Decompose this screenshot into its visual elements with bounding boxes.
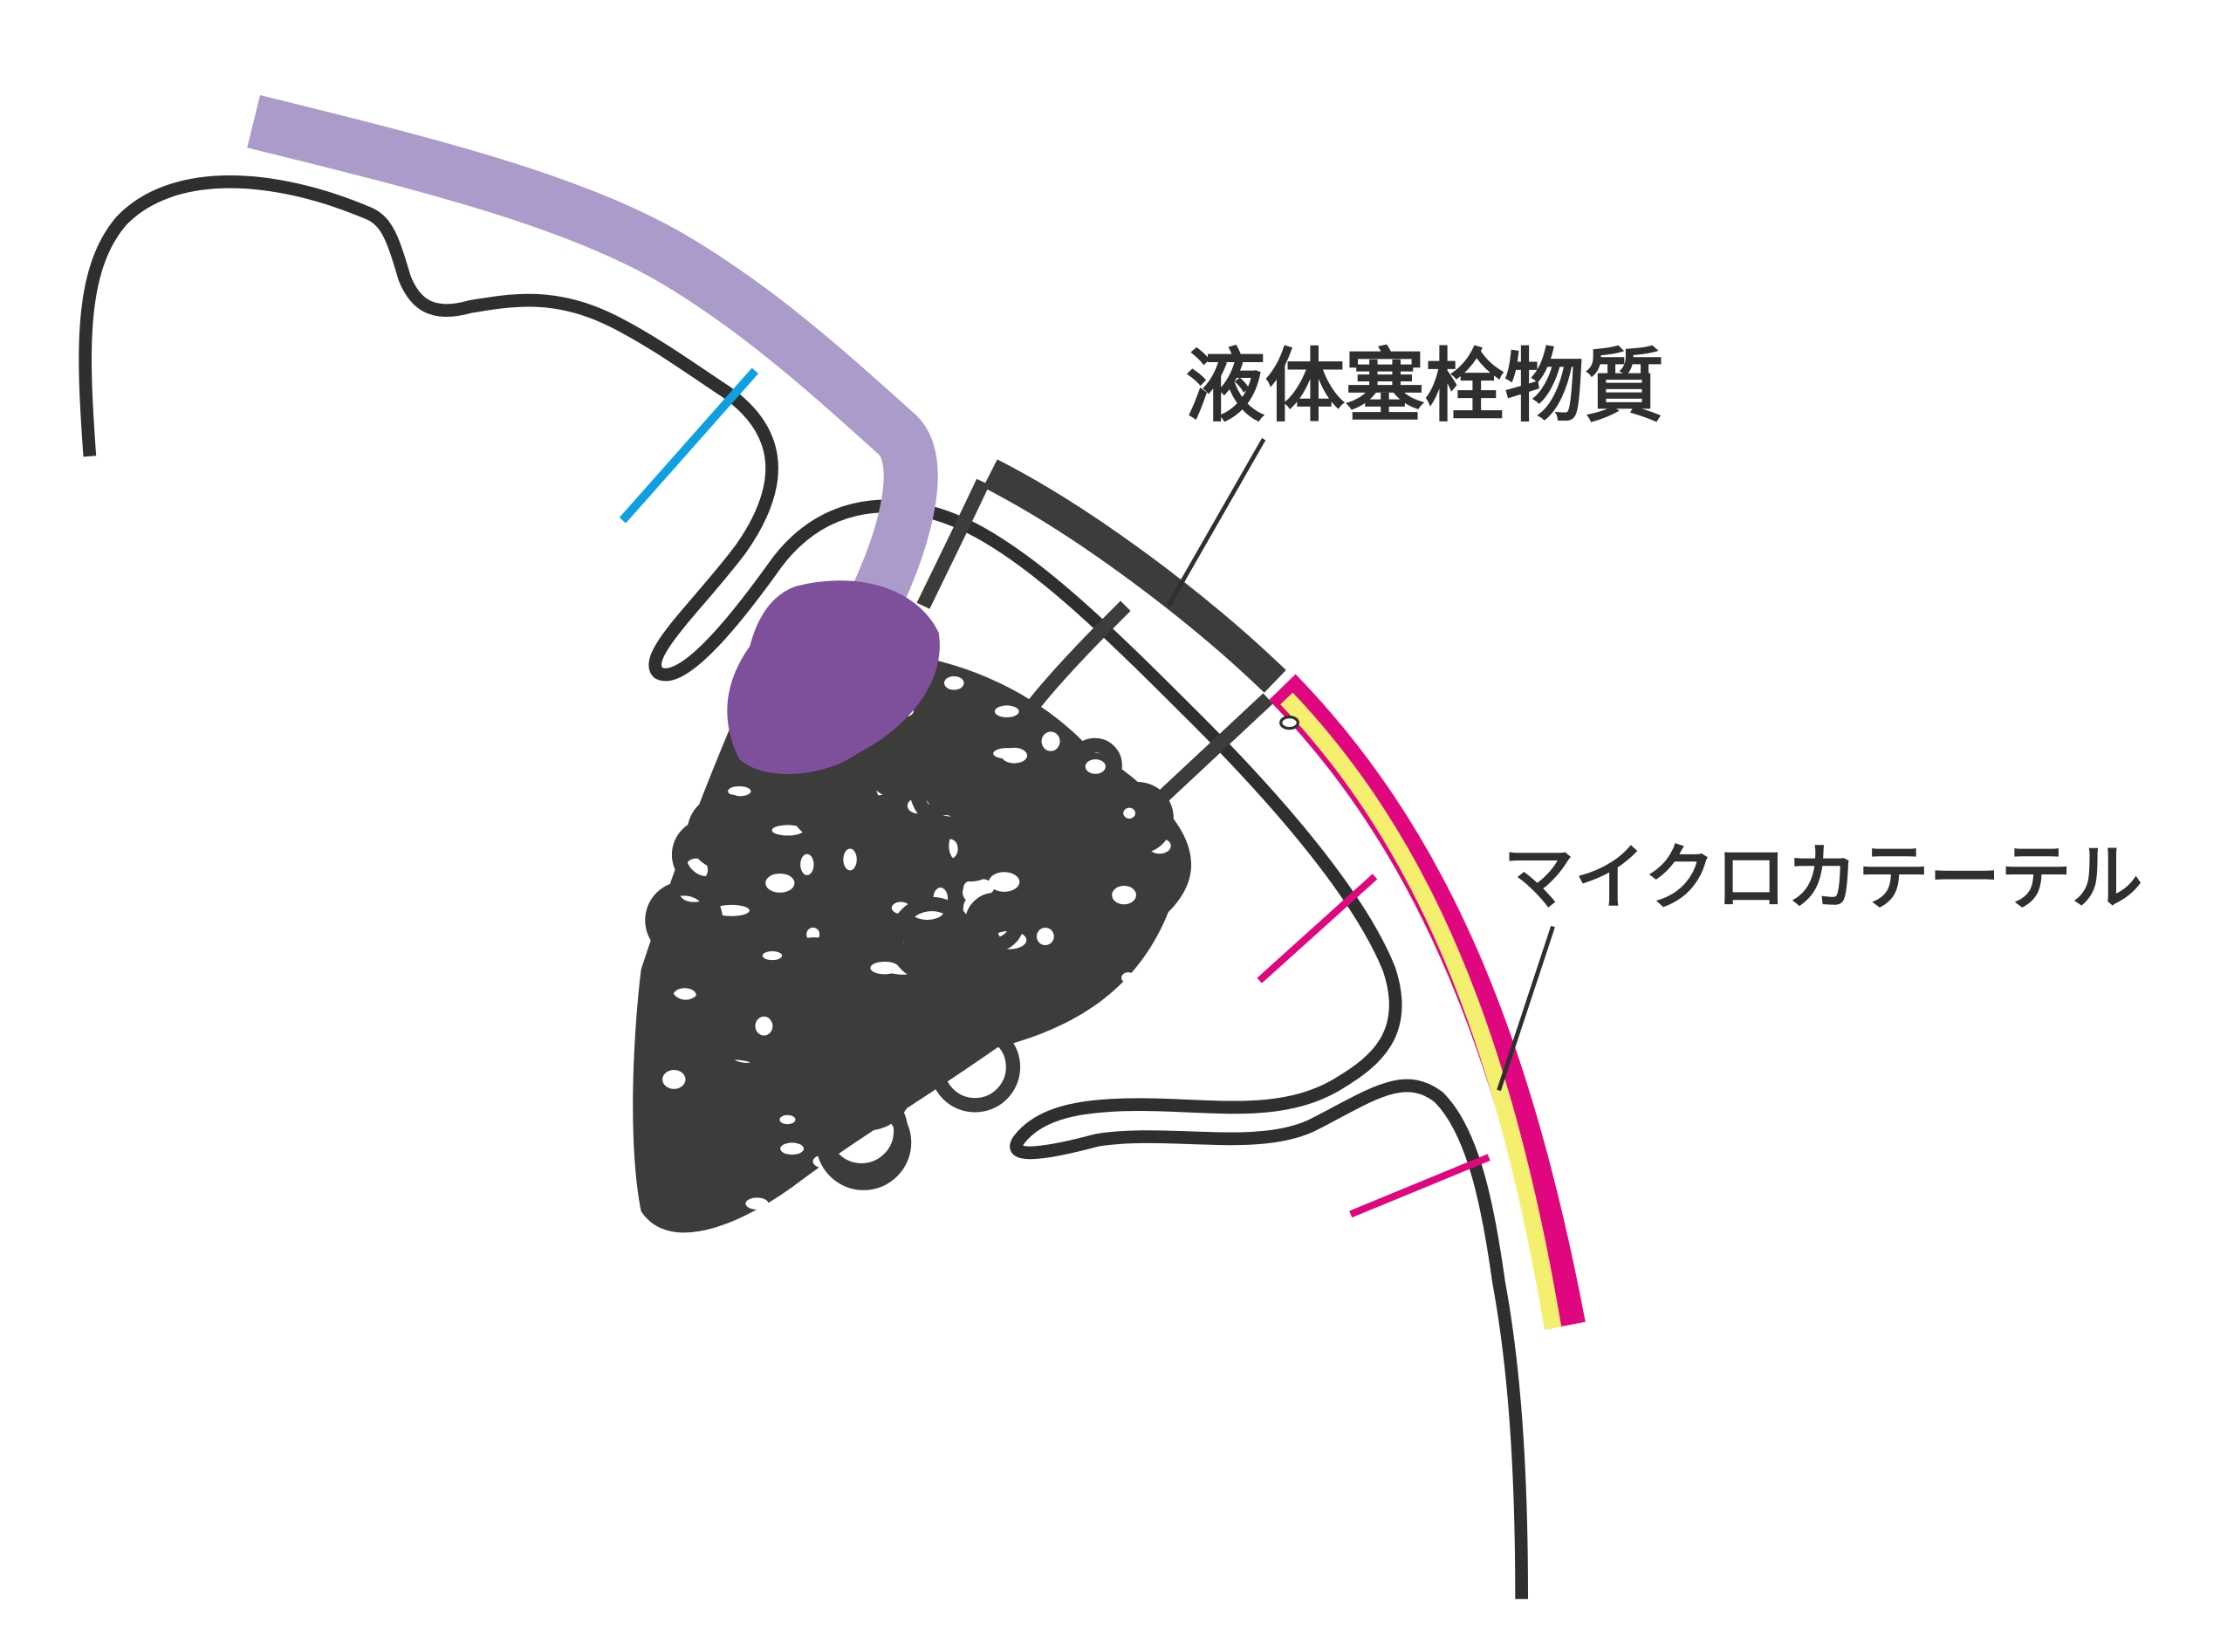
leader-line-liquid-embolic bbox=[1166, 438, 1266, 607]
coil-gap bbox=[989, 872, 1020, 892]
coil-gap bbox=[703, 700, 721, 714]
coil-loop bbox=[815, 1084, 908, 1178]
coil-loop bbox=[1101, 781, 1174, 854]
coil-gap bbox=[800, 853, 814, 875]
coil-loop bbox=[1069, 853, 1168, 952]
coil-gap bbox=[1085, 759, 1106, 774]
coil-gap bbox=[1041, 731, 1060, 751]
pointer-line-magenta-1 bbox=[1257, 874, 1378, 984]
microcatheter-tip bbox=[1279, 715, 1299, 730]
coil-gap bbox=[765, 873, 795, 893]
coil-gap bbox=[728, 785, 751, 797]
coil-gap bbox=[779, 1114, 796, 1125]
coil-gap bbox=[1123, 807, 1136, 819]
coil-gap bbox=[1112, 885, 1136, 905]
sheath-catheter bbox=[983, 459, 1286, 693]
coil-gap bbox=[963, 878, 995, 897]
coil-gap bbox=[1036, 928, 1054, 946]
coil-gap bbox=[762, 951, 783, 961]
pointer-line-blue bbox=[619, 367, 758, 524]
coil-loop bbox=[645, 881, 723, 959]
coil-gap bbox=[843, 848, 857, 871]
coil-gap bbox=[943, 675, 964, 690]
coil-loop bbox=[687, 793, 764, 871]
vessel-wall bbox=[79, 175, 1529, 1600]
coil-gap bbox=[1155, 941, 1168, 956]
coil-gap bbox=[745, 1197, 769, 1210]
coil-loop bbox=[821, 1038, 914, 1131]
coil-loop bbox=[783, 937, 845, 998]
coil-gap bbox=[993, 748, 1023, 759]
coil-gap bbox=[994, 705, 1019, 718]
coil-loop bbox=[965, 893, 1024, 952]
coil-loop bbox=[929, 1021, 1021, 1113]
coil-loop bbox=[1067, 737, 1122, 792]
pointer-line-magenta-2 bbox=[1349, 1154, 1490, 1218]
coil-mass bbox=[633, 650, 1192, 1233]
coil-gap bbox=[780, 1142, 805, 1155]
coil-gap bbox=[1121, 972, 1135, 984]
label-liquid-embolic: 液体塞栓物質 bbox=[1185, 339, 1663, 433]
coil-loop bbox=[655, 955, 716, 1014]
label-microcatheter: マイクロカテーテル bbox=[1503, 837, 2142, 920]
coil-loop bbox=[888, 896, 975, 983]
coil-loop bbox=[704, 992, 790, 1078]
leader-line-microcatheter bbox=[1497, 925, 1555, 1092]
coil-gap bbox=[755, 1016, 773, 1036]
sheath-branch bbox=[1027, 600, 1273, 804]
coil-gap bbox=[771, 825, 804, 836]
coil-gap bbox=[713, 904, 750, 916]
liquid-embolic-mass bbox=[727, 580, 940, 774]
sheath-edge bbox=[916, 478, 990, 609]
guide-catheter bbox=[247, 95, 938, 626]
coil-loop bbox=[909, 746, 994, 831]
coil-gap bbox=[662, 1070, 686, 1089]
coil-gap bbox=[800, 1181, 812, 1195]
coil-gap bbox=[699, 671, 724, 692]
coil-loop bbox=[788, 761, 870, 843]
microcatheter-inner bbox=[1280, 692, 1562, 1330]
